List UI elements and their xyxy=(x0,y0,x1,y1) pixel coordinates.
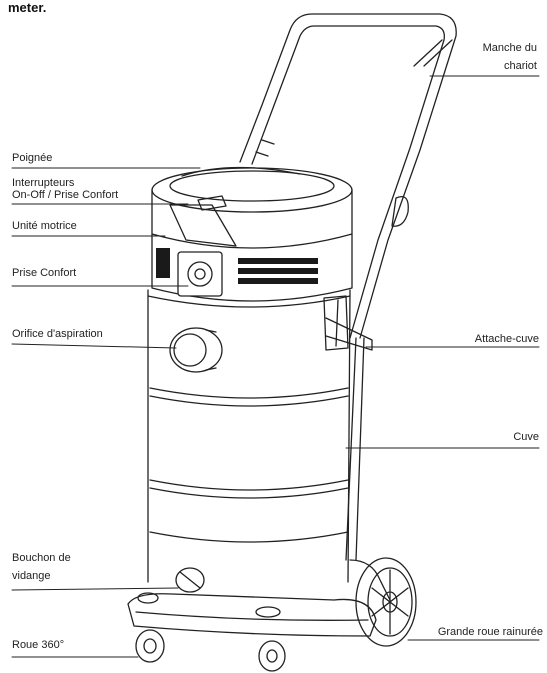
trolley-upright xyxy=(345,337,365,561)
caption-fragment: meter. xyxy=(8,0,47,15)
tank xyxy=(147,289,351,583)
drain-plug xyxy=(175,567,205,593)
label-interrupteurs: Interrupteurs xyxy=(12,177,75,189)
label-bouchon: Bouchon de xyxy=(12,552,71,564)
chassis xyxy=(127,559,391,637)
motor-unit xyxy=(151,233,353,302)
label-orifice: Orifice d'aspiration xyxy=(12,328,103,340)
leader-lines xyxy=(11,75,540,658)
label-attache-cuve: Attache-cuve xyxy=(474,333,539,345)
suction-inlet xyxy=(169,327,223,373)
label-unite-motrice: Unité motrice xyxy=(12,220,77,232)
label-poignee: Poignée xyxy=(12,152,53,164)
label-grande-roue: Grande roue rainurée xyxy=(437,626,543,638)
label-roue-360: Roue 360° xyxy=(12,639,65,651)
label-interrupteurs-sub: On-Off / Prise Confort xyxy=(12,189,119,201)
castor-wheels xyxy=(135,629,286,672)
trolley-handle xyxy=(239,13,457,339)
label-manche-sub: chariot xyxy=(503,60,537,72)
motor-vents xyxy=(156,248,318,284)
label-prise-confort: Prise Confort xyxy=(12,267,77,279)
large-wheel xyxy=(355,557,417,647)
label-manche: Manche du xyxy=(482,42,537,54)
handle-clip xyxy=(391,195,409,227)
label-bouchon-sub: vidange xyxy=(12,570,51,582)
lid xyxy=(151,166,353,247)
label-cuve: Cuve xyxy=(513,431,539,443)
